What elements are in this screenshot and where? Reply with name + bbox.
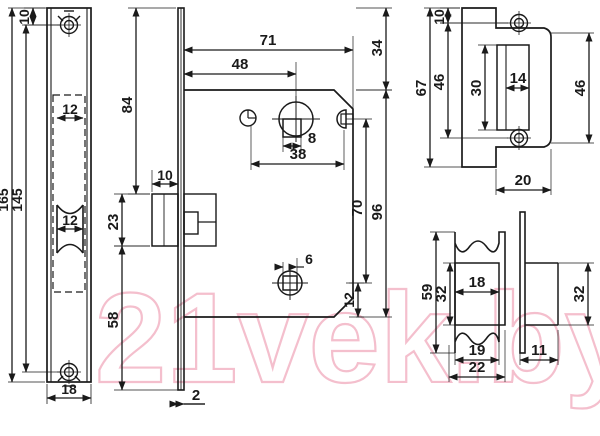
dim-lockbody-6: 6 — [274, 251, 313, 276]
dim-label-84: 84 — [119, 96, 136, 113]
dim-label-bolt-59: 59 — [419, 284, 436, 301]
dim-label-strike-67: 67 — [413, 80, 430, 97]
dim-label-strike-46-right: 46 — [572, 80, 589, 97]
lockbody-case-outline — [184, 89, 354, 318]
dim-label-34: 34 — [369, 39, 386, 56]
dim-lockbody-84: 84 — [119, 7, 176, 195]
strike-plate-screw-hole-top — [507, 11, 531, 35]
dim-strike-46-right: 46 — [551, 32, 594, 144]
dim-lockbody-2: 2 — [169, 387, 205, 408]
dim-label-bolt-18: 18 — [469, 274, 486, 291]
dim-bolt-11: 11 — [519, 330, 559, 365]
dim-strike-46-left: 46 — [431, 22, 508, 139]
mortise-hidden-outline — [52, 94, 86, 293]
bolt-front-outline — [454, 231, 506, 353]
dim-strike-67: 67 — [413, 7, 462, 168]
dim-lockbody-71: 71 — [183, 32, 354, 108]
dim-label-strike-10: 10 — [431, 9, 447, 25]
dim-label-bolt-19: 19 — [469, 342, 486, 359]
faceplate-screw-hole-top — [57, 10, 81, 37]
dim-label-8: 8 — [308, 130, 316, 147]
dim-lockbody-12: 12 — [341, 282, 364, 318]
view-latch-detail: 59 32 18 19 22 — [419, 211, 594, 382]
dim-label-12-lockbody: 12 — [341, 292, 357, 308]
dim-strike-20: 20 — [495, 149, 552, 195]
dim-label-23: 23 — [105, 214, 122, 231]
dim-bolt-19: 19 — [454, 340, 500, 365]
dim-bolt-59: 59 — [419, 231, 455, 354]
dim-strike-14: 14 — [505, 70, 530, 92]
dim-faceplate-12-top: 12 — [56, 101, 84, 122]
dim-label-10: 10 — [16, 9, 32, 25]
dim-label-18: 18 — [61, 381, 77, 397]
view-strike-plate-front: 10 46 67 30 14 — [413, 7, 594, 195]
dim-label-38: 38 — [290, 146, 307, 163]
lockbody-bolt-stem — [183, 193, 217, 247]
dim-lockbody-10: 10 — [151, 167, 179, 192]
dim-label-12-bottom: 12 — [62, 212, 78, 228]
strike-plate-outline — [461, 7, 552, 168]
dim-lockbody-38: 38 — [250, 126, 345, 170]
view-faceplate-front: 12 12 10 145 165 — [0, 7, 92, 404]
dim-lockbody-58: 58 — [105, 245, 178, 391]
dim-label-bolt-32-right: 32 — [571, 286, 588, 303]
dim-lockbody-8: 8 — [282, 130, 316, 152]
dim-label-bolt-32-left: 32 — [433, 286, 450, 303]
bolt-side-plate — [519, 211, 526, 354]
faceplate-screw-hole-bottom — [57, 360, 81, 387]
dim-bolt-18: 18 — [454, 274, 500, 296]
dim-label-bolt-11: 11 — [531, 342, 547, 359]
bolt-side-view — [519, 211, 559, 354]
dim-label-71: 71 — [260, 32, 277, 49]
dim-bolt-22: 22 — [448, 330, 506, 382]
dim-label-48: 48 — [232, 56, 249, 73]
dim-lockbody-48: 48 — [183, 56, 297, 104]
lockbody-lower-square-hole — [272, 266, 308, 300]
dim-label-strike-14: 14 — [510, 70, 527, 87]
dim-label-6: 6 — [305, 251, 313, 267]
dim-label-strike-30: 30 — [468, 80, 485, 97]
dim-bolt-32-left: 32 — [433, 262, 458, 326]
dim-bolt-32-right: 32 — [558, 262, 594, 326]
dim-label-2: 2 — [192, 387, 200, 404]
strike-plate-screw-hole-bottom — [507, 126, 531, 150]
dim-faceplate-12-bottom: 12 — [56, 212, 84, 233]
dim-label-10-lockbody: 10 — [157, 167, 173, 183]
dim-label-96: 96 — [369, 204, 386, 221]
dim-label-165: 165 — [0, 188, 11, 212]
dim-faceplate-18: 18 — [46, 381, 92, 404]
lockbody-latch-block — [151, 193, 179, 247]
dim-label-strike-46-left: 46 — [431, 74, 448, 91]
dim-label-bolt-22: 22 — [469, 359, 486, 376]
dim-label-12-top: 12 — [62, 101, 78, 117]
dim-label-58: 58 — [105, 312, 122, 329]
lockbody-pin-hole — [239, 109, 257, 127]
dim-label-strike-20: 20 — [515, 172, 532, 189]
dim-strike-30: 30 — [468, 44, 500, 131]
dim-label-70: 70 — [349, 200, 366, 217]
dim-faceplate-165: 165 — [0, 7, 45, 383]
view-lock-body-side: 71 48 84 34 8 — [105, 7, 392, 408]
